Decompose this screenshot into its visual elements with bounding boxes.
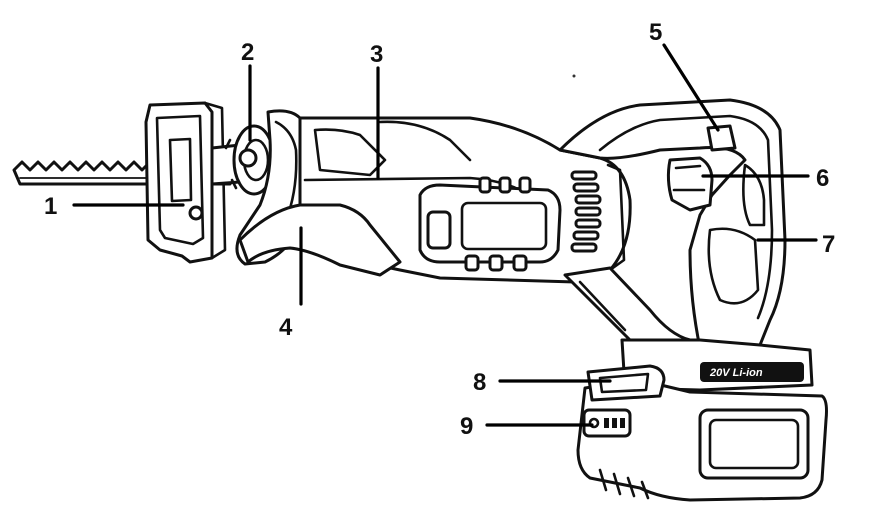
callout-1: 1 xyxy=(44,193,57,220)
callout-5: 5 xyxy=(649,19,662,46)
battery-pack: 20V Li-ion xyxy=(576,338,828,502)
leader-line-5 xyxy=(662,43,720,132)
battery-badge-text: 20V Li-ion xyxy=(709,367,763,379)
callout-2: 2 xyxy=(241,39,254,66)
blade-clamp xyxy=(210,124,276,196)
callout-7: 7 xyxy=(822,231,835,258)
battery-badge-background xyxy=(700,362,804,382)
callout-8: 8 xyxy=(473,369,486,396)
gauge-bar-1 xyxy=(604,418,609,428)
front-grip xyxy=(238,203,402,277)
lower-body xyxy=(563,266,702,352)
speck xyxy=(572,74,576,78)
callout-9: 9 xyxy=(460,413,473,440)
gauge-bar-2 xyxy=(612,418,617,428)
callout-6: 6 xyxy=(816,165,829,192)
gauge-bar-3 xyxy=(620,418,625,428)
callout-3: 3 xyxy=(370,41,383,68)
callout-4: 4 xyxy=(279,314,293,341)
